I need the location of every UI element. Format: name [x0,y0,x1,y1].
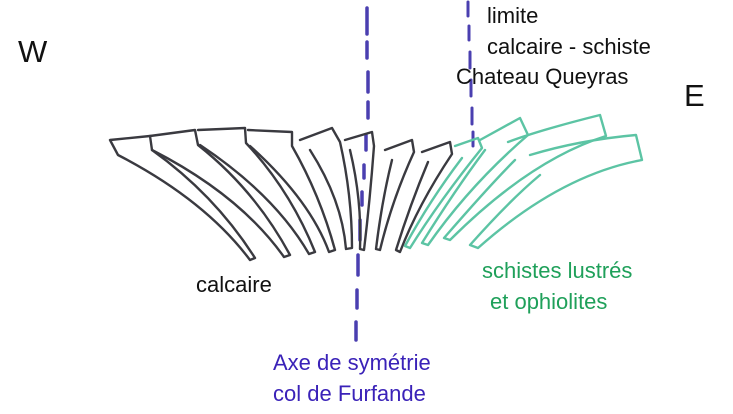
limestone-layer-3 [196,126,317,256]
east-label: E [684,78,705,113]
schist-layer-2 [420,116,530,247]
schist-layer-3 [442,113,608,242]
boundary-label-line1: limite [487,3,539,28]
limestone-label: calcaire [196,272,272,297]
limestone-layer-4 [246,128,337,254]
schists-label-line1: schistes lustrés [482,258,633,283]
boundary-place-label: Chateau Queyras [456,64,629,89]
limestone-layer-7 [374,138,416,252]
limestone-layer-1 [108,134,257,262]
limestone-layers [108,126,454,262]
schists-label-line2: et ophiolites [490,289,608,314]
west-label: W [18,34,48,69]
schist-layers [403,113,644,250]
limestone-layer-5 [298,126,354,251]
symmetry-axis [354,6,370,342]
axis-label-line2: col de Furfande [273,381,426,406]
limestone-layer-8 [394,140,454,254]
boundary-label-line2: calcaire - schiste [487,34,651,59]
schist-layer-1 [403,136,484,250]
limestone-layer-6 [343,130,376,252]
schist-layer-4 [468,133,644,250]
limestone-layer-2 [148,128,292,259]
axis-label-line1: Axe de symétrie [273,350,431,375]
